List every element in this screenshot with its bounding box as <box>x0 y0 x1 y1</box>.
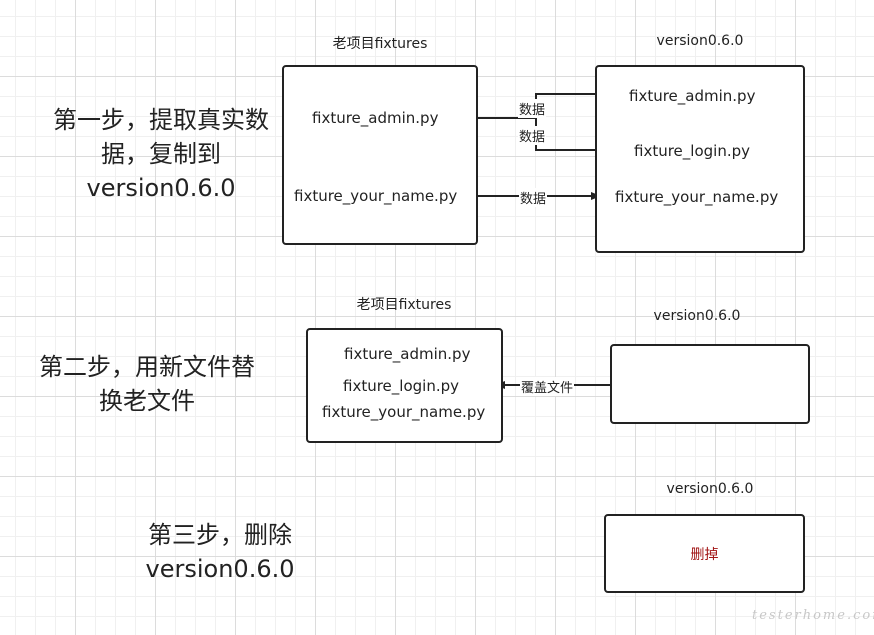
arrow-label-data-2: 数据 <box>518 126 547 145</box>
step1-line-3: version0.6.0 <box>86 174 236 202</box>
arrow-label-data-3: 数据 <box>519 188 548 207</box>
delete-label: 删掉 <box>690 546 719 563</box>
step2-description: 第二步，用新文件替 换老文件 <box>28 350 266 418</box>
step1-new-title: version0.6.0 <box>656 33 744 49</box>
step1-new-file-admin: fixture_admin.py <box>629 87 756 105</box>
step2-old-fixtures-box: fixture_admin.py fixture_login.py fixtur… <box>306 328 503 443</box>
step3-line-1: 第三步，删除 <box>148 521 292 549</box>
step3-title: version0.6.0 <box>666 481 754 497</box>
step3-delete-box: 删掉 <box>604 514 805 593</box>
step2-new-title: version0.6.0 <box>653 308 741 324</box>
watermark: testerhome.com <box>752 608 874 623</box>
step2-old-file-login: fixture_login.py <box>343 377 459 395</box>
step1-new-version-box: fixture_admin.py fixture_login.py fixtur… <box>595 65 805 253</box>
arrow-label-data-1: 数据 <box>518 99 547 118</box>
step1-new-file-login: fixture_login.py <box>634 142 750 160</box>
step2-new-version-box <box>610 344 810 424</box>
step2-line-2: 换老文件 <box>99 387 195 415</box>
step1-description: 第一步，提取真实数 据，复制到 version0.6.0 <box>30 103 292 205</box>
step2-line-1: 第二步，用新文件替 <box>39 353 255 381</box>
step1-line-2: 据，复制到 <box>101 140 221 168</box>
step2-old-file-yourname: fixture_your_name.py <box>322 403 486 421</box>
step1-old-fixtures-box: fixture_admin.py fixture_your_name.py <box>282 65 478 245</box>
step2-old-title: 老项目fixtures <box>356 297 452 313</box>
step3-line-2: version0.6.0 <box>145 555 295 583</box>
step3-description: 第三步，删除 version0.6.0 <box>110 518 330 586</box>
step1-old-file-yourname: fixture_your_name.py <box>294 187 458 205</box>
step1-old-file-admin: fixture_admin.py <box>312 109 439 127</box>
step1-new-file-yourname: fixture_your_name.py <box>615 188 779 206</box>
arrow-label-overwrite: 覆盖文件 <box>520 377 575 396</box>
step1-old-title: 老项目fixtures <box>332 36 428 52</box>
step2-old-file-admin: fixture_admin.py <box>344 345 471 363</box>
step1-line-1: 第一步，提取真实数 <box>53 106 269 134</box>
